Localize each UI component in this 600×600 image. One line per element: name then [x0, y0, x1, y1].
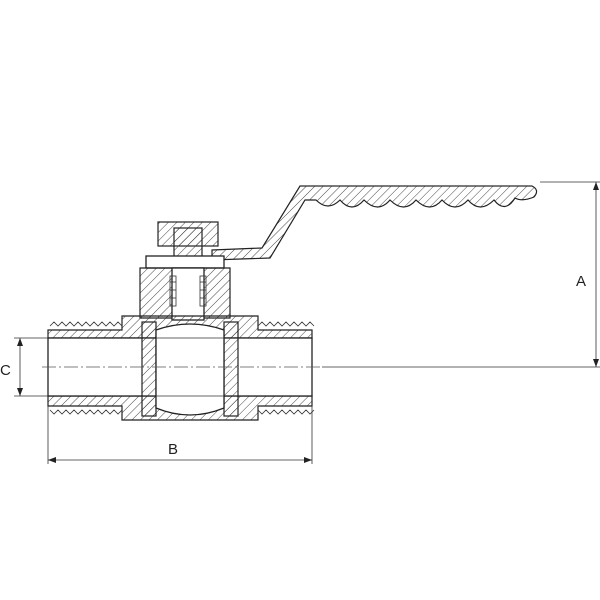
dimension-c-label: C — [0, 362, 11, 379]
ball — [141, 321, 239, 417]
dimension-a-label: A — [576, 273, 586, 290]
lever-handle — [211, 185, 538, 261]
dimension-c: C — [0, 337, 48, 397]
bonnet — [139, 267, 231, 321]
dimension-b: B — [47, 406, 313, 464]
end-threads — [49, 321, 315, 415]
stem-packing — [169, 275, 207, 307]
dimension-b-label: B — [168, 441, 178, 458]
dimension-a: A — [540, 181, 600, 367]
